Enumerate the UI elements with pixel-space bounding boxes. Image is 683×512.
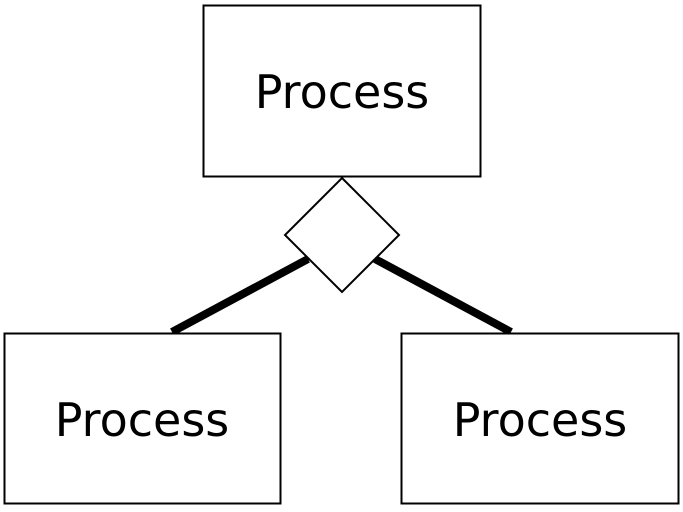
aggregation-diamond	[283, 176, 401, 294]
connector-line-right	[373, 255, 513, 336]
process-box-top[interactable]: Process	[202, 4, 482, 178]
process-box-top-label: Process	[255, 65, 430, 119]
process-box-left-rect	[3, 332, 282, 505]
process-box-right-rect	[400, 332, 680, 505]
process-box-right[interactable]: Process	[400, 332, 680, 505]
process-box-left-label: Process	[55, 393, 230, 447]
process-box-left[interactable]: Process	[3, 332, 282, 505]
process-box-top-rect	[202, 4, 482, 178]
connector-line-left	[170, 255, 310, 336]
process-box-right-label: Process	[453, 393, 628, 447]
